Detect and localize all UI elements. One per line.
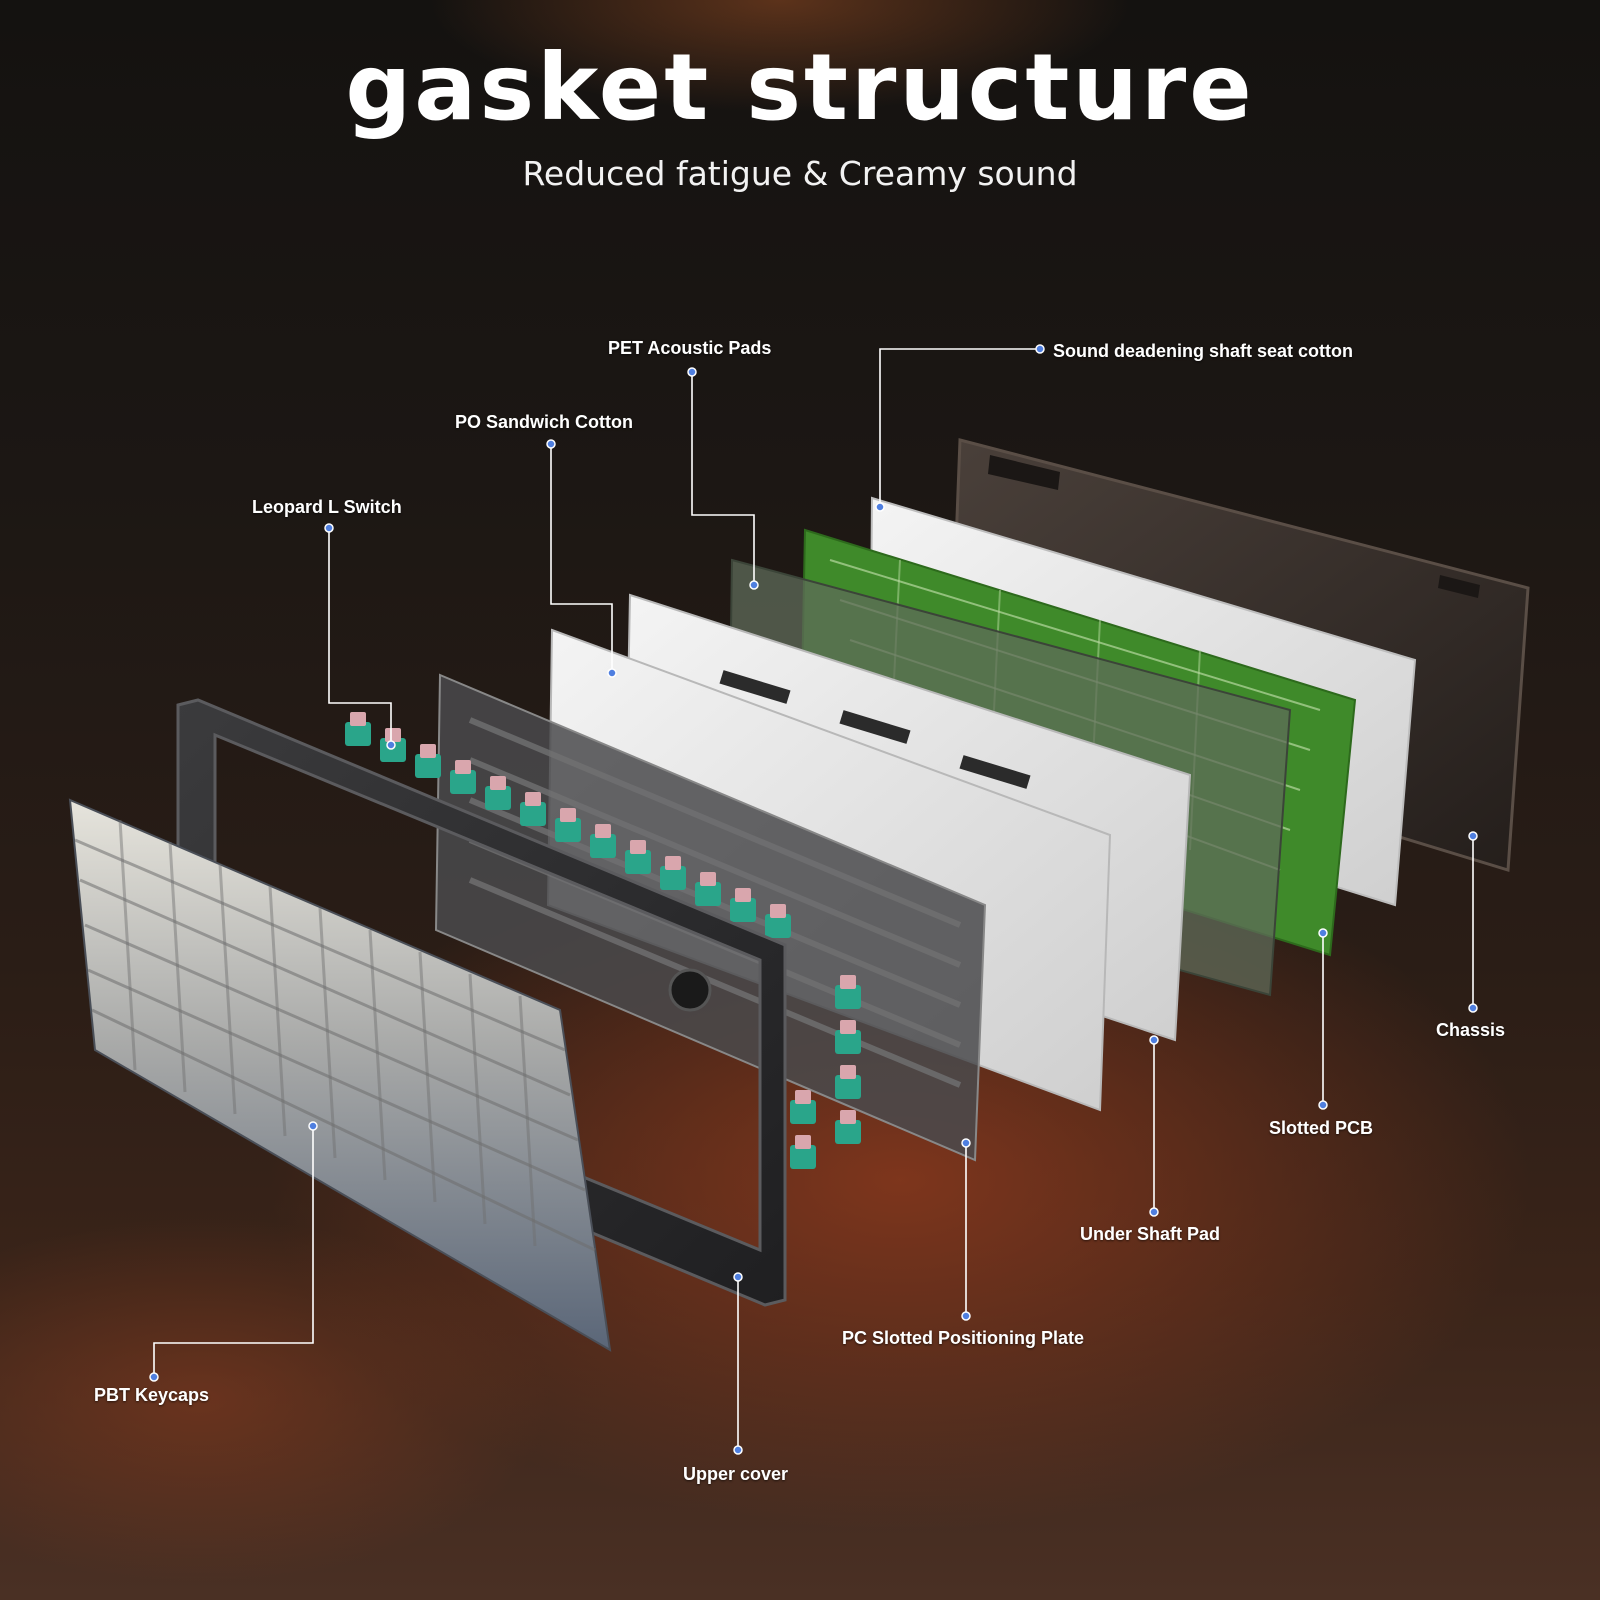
callout-dot <box>733 1445 743 1455</box>
callout-line-pbt-keycaps <box>153 1126 314 1377</box>
callout-line-leopard-switch <box>328 528 392 745</box>
callout-dot <box>1318 928 1328 938</box>
callout-dot <box>1149 1035 1159 1045</box>
callout-dot <box>308 1121 318 1131</box>
callout-dot <box>149 1372 159 1382</box>
callout-dot <box>1035 344 1045 354</box>
callout-dot <box>733 1272 743 1282</box>
pbt-keycaps-part <box>68 798 612 1352</box>
callout-line-sound-deadening-cotton <box>879 348 1040 507</box>
callout-dot <box>324 523 334 533</box>
label-leopard-switch: Leopard L Switch <box>252 497 402 517</box>
label-slotted-pcb: Slotted PCB <box>1269 1118 1374 1138</box>
label-chassis: Chassis <box>1436 1020 1506 1040</box>
label-po-sandwich-cotton: PO Sandwich Cotton <box>455 412 633 432</box>
callout-dot <box>1149 1207 1159 1217</box>
callout-dot <box>607 668 617 678</box>
page-title: gasket structure <box>345 34 1255 141</box>
callout-dot <box>386 740 396 750</box>
label-sound-deadening-cotton: Sound deadening shaft seat cotton <box>1053 341 1354 361</box>
label-pbt-keycaps: PBT Keycaps <box>94 1385 210 1405</box>
knob-icon <box>668 968 712 1012</box>
label-pet-acoustic-pads: PET Acoustic Pads <box>608 338 772 358</box>
callout-line-po-sandwich-cotton <box>550 444 613 673</box>
callout-dot <box>961 1311 971 1321</box>
callout-dot <box>875 502 885 512</box>
callout-dot <box>546 439 556 449</box>
label-upper-cover: Upper cover <box>683 1464 789 1484</box>
label-under-shaft-pad: Under Shaft Pad <box>1080 1224 1221 1244</box>
label-pc-plate: PC Slotted Positioning Plate <box>842 1328 1085 1348</box>
callout-lines <box>153 348 1474 1450</box>
callout-line-pet-acoustic-pads <box>691 372 755 585</box>
callout-dot <box>687 367 697 377</box>
callout-dot <box>1318 1100 1328 1110</box>
callout-dot <box>1468 1003 1478 1013</box>
callout-dot <box>749 580 759 590</box>
page-subtitle: Reduced fatigue & Creamy sound <box>522 154 1078 193</box>
callout-dot <box>1468 831 1478 841</box>
callout-dots <box>149 344 1478 1455</box>
switch-array <box>345 712 861 1169</box>
callout-dot <box>961 1138 971 1148</box>
